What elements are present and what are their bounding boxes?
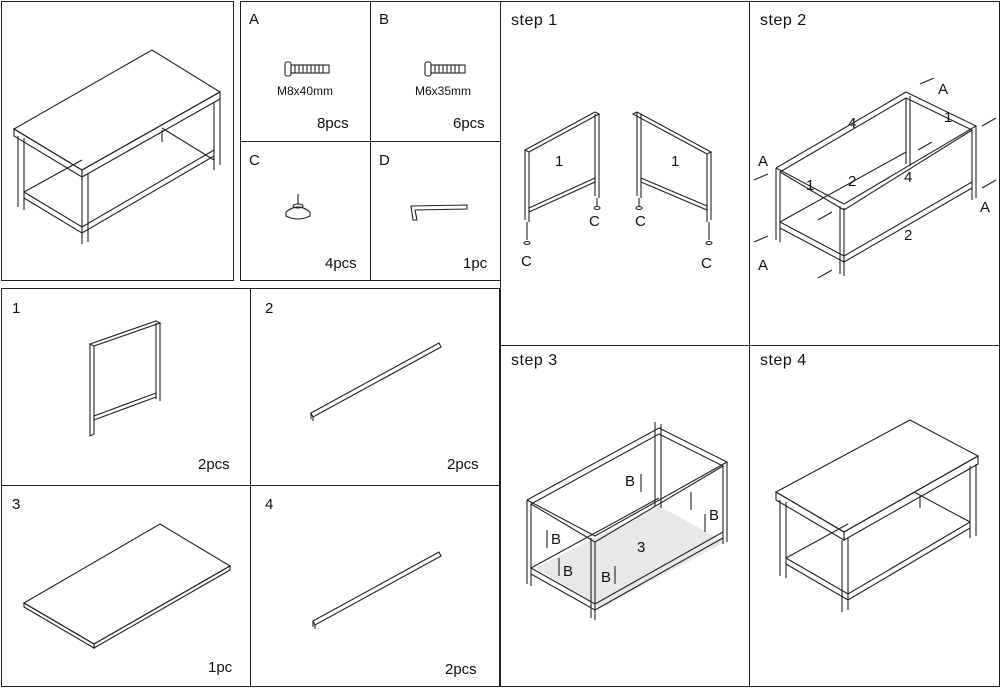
step-1-panel: step 1 1 1 C C C C: [500, 1, 750, 346]
step-label: step 4: [760, 352, 807, 369]
callout-foot-c: C: [521, 253, 532, 270]
step-label: step 2: [760, 12, 807, 29]
step-3-panel: step 3 B B B B B 3: [500, 345, 750, 687]
hardware-panel-b: B M6x35mm 6pcs: [370, 1, 501, 142]
callout-part-4: 4: [848, 115, 856, 132]
callout-bolt-b: B: [563, 563, 573, 580]
bolt-icon: [424, 61, 466, 77]
long-rail-illustration: [310, 342, 442, 421]
assembled-table-illustration: [12, 49, 222, 244]
hardware-qty: 4pcs: [325, 255, 357, 272]
bolt-icon: [546, 474, 706, 584]
callout-bolt-b: B: [551, 531, 561, 548]
callout-part-3: 3: [637, 539, 645, 556]
callout-bolt-b: B: [625, 473, 635, 490]
callout-bolt-b: B: [709, 507, 719, 524]
hardware-letter: B: [379, 11, 390, 28]
callout-foot-c: C: [635, 213, 646, 230]
callout-bolt-a: A: [758, 153, 768, 170]
callout-foot-c: C: [589, 213, 600, 230]
part-number: 4: [265, 496, 274, 513]
hardware-panel-c: C 4pcs: [240, 141, 371, 281]
hardware-panel-d: D 1pc: [370, 141, 501, 281]
part-number: 3: [12, 496, 21, 513]
assembled-table-illustration: [774, 419, 980, 612]
callout-part-1: 1: [944, 109, 952, 126]
top-panel-illustration: [22, 523, 232, 649]
foot-pad-icon: [285, 194, 311, 220]
callout-part-1: 1: [555, 153, 563, 170]
callout-part-2: 2: [904, 227, 912, 244]
hardware-letter: C: [249, 152, 260, 169]
hardware-letter: A: [249, 11, 260, 28]
callout-bolt-a: A: [980, 199, 990, 216]
part-number: 2: [265, 300, 274, 317]
hardware-spec: M6x35mm: [415, 84, 472, 98]
part-qty: 2pcs: [198, 456, 230, 473]
allen-key-icon: [410, 204, 468, 221]
side-frame-illustration: [88, 320, 162, 437]
hardware-qty: 8pcs: [317, 115, 349, 132]
part-panel-1: 1 2pcs: [1, 288, 251, 486]
callout-foot-c: C: [701, 255, 712, 272]
step-4-panel: step 4: [749, 345, 1000, 687]
callout-bolt-a: A: [758, 257, 768, 274]
bolt-icon: [753, 77, 997, 279]
step-3-illustration: B B B B B 3: [526, 422, 729, 620]
bolt-icon: [284, 61, 330, 77]
hardware-panel-a: A M8x40mm 8pcs: [240, 1, 371, 142]
step-label: step 3: [511, 352, 558, 369]
part-panel-3: 3 1pc: [1, 485, 251, 687]
short-rail-illustration: [312, 551, 442, 629]
overview-panel: [1, 1, 234, 281]
step-2-illustration: A A A A 1 1 2 2 4 4: [753, 77, 997, 279]
step-1-illustration: 1 1 C C C C: [521, 111, 713, 272]
hardware-qty: 1pc: [463, 255, 488, 272]
part-panel-4: 4 2pcs: [250, 485, 500, 687]
hardware-spec: M8x40mm: [277, 84, 334, 98]
part-qty: 2pcs: [445, 661, 477, 678]
hardware-qty: 6pcs: [453, 115, 485, 132]
part-number: 1: [12, 300, 21, 317]
callout-part-4: 4: [904, 169, 912, 186]
callout-part-1: 1: [806, 177, 814, 194]
step-2-panel: step 2 A A A A 1 1 2 2 4 4: [749, 1, 1000, 346]
part-qty: 1pc: [208, 659, 233, 676]
hardware-letter: D: [379, 152, 390, 169]
callout-part-1: 1: [671, 153, 679, 170]
step-label: step 1: [511, 12, 558, 29]
callout-bolt-b: B: [601, 569, 611, 586]
part-qty: 2pcs: [447, 456, 479, 473]
callout-bolt-a: A: [938, 81, 948, 98]
callout-part-2: 2: [848, 173, 856, 190]
part-panel-2: 2 2pcs: [250, 288, 500, 486]
